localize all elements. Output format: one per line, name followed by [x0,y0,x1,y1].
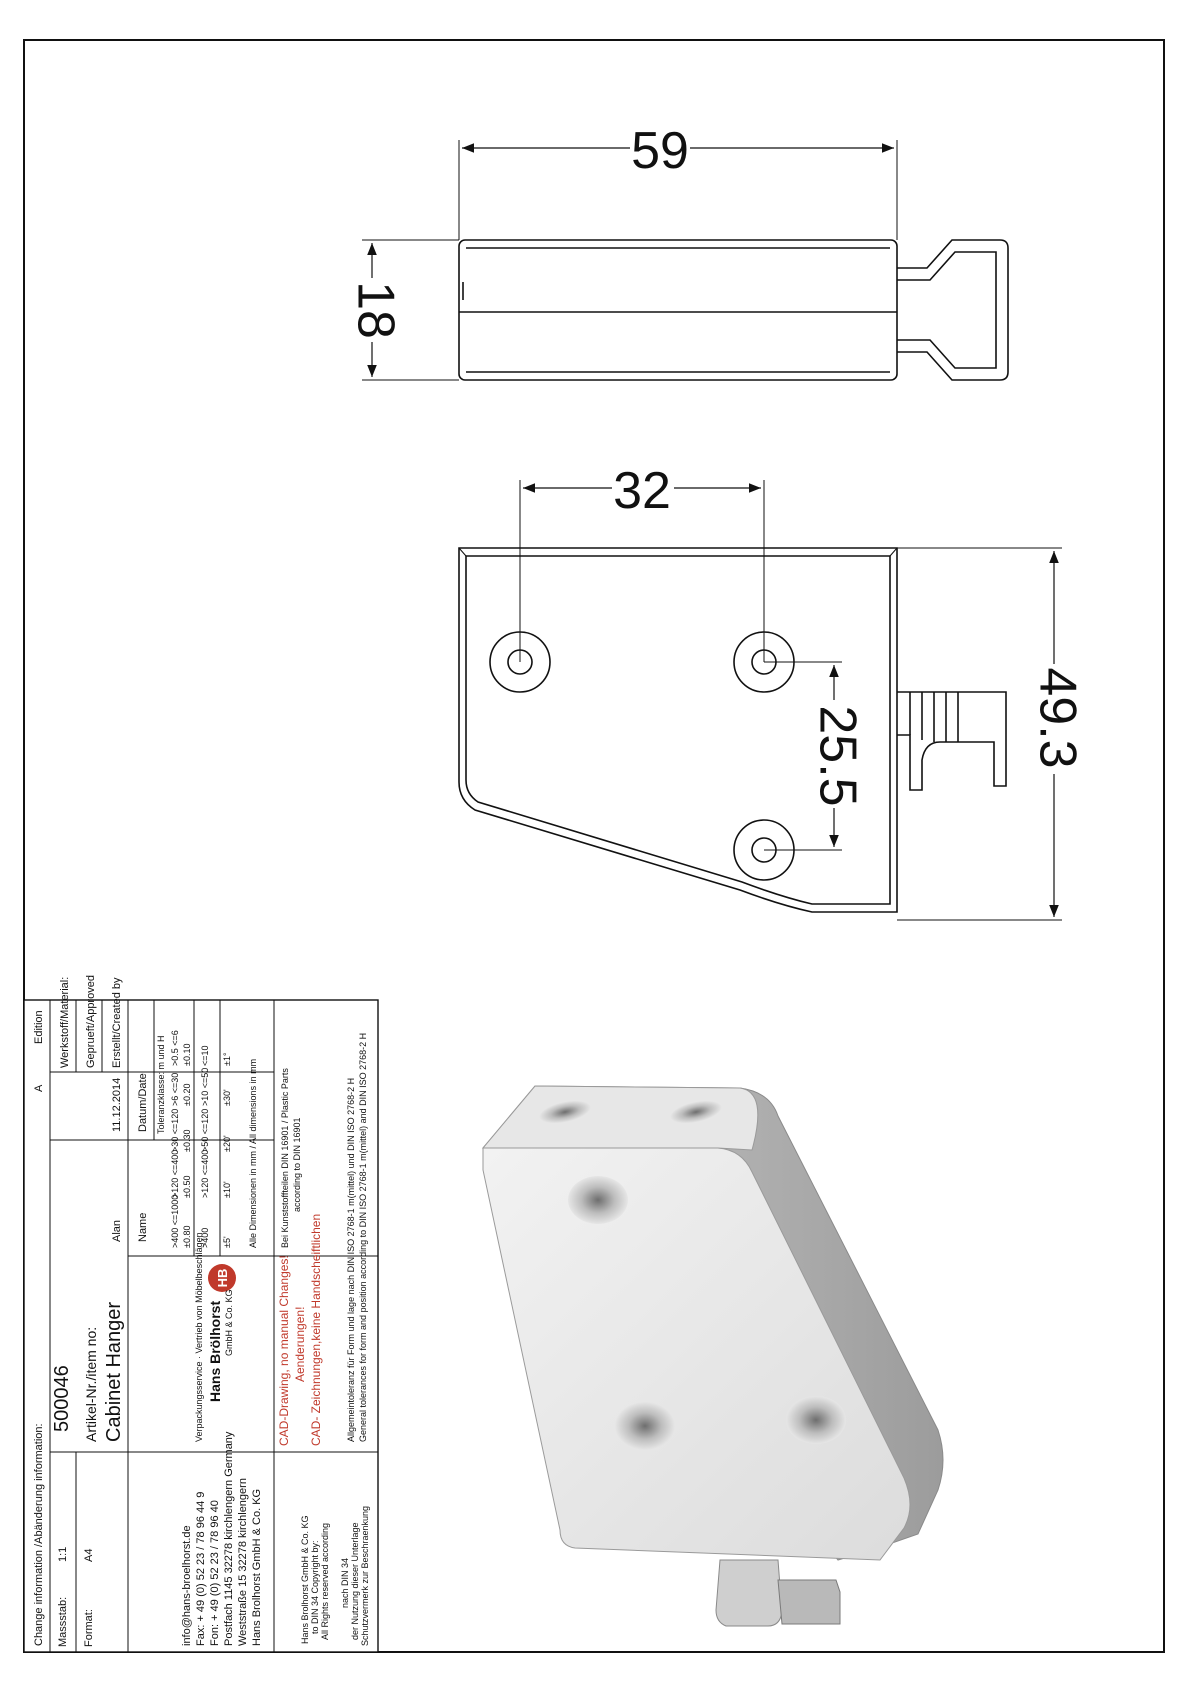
edition-value: A [33,1084,45,1092]
drawing-title: Cabinet Hanger [103,1302,125,1442]
general-tolerance-en: General tolerances for form and position… [358,1033,368,1442]
dim-label-59: 59 [631,122,689,180]
edition-label: Edition [33,1010,45,1044]
created-date: 11.12.2014 [111,1078,123,1132]
svg-text:>0.5 <=6: >0.5 <=6 [170,1030,180,1066]
rights-3: Hans Brolhorst GmbH & Co. KG [300,1515,310,1644]
svg-text:HB: HB [215,1269,230,1288]
svg-text:±10': ±10' [222,1181,232,1198]
svg-text:>120 <=400: >120 <=400 [170,1150,180,1198]
cad-note-en: CAD-Drawing, no manual Changes! [277,1255,291,1446]
protection-3: nach DIN 34 [340,1558,350,1608]
cad-note-de-2: Aenderungen! [293,1307,307,1382]
tolerance-table: >0.5 <=6 ±0.10 <=10 ±1° >6 <=30 ±0.20 >1… [170,1030,232,1248]
format-label: Format: [83,1609,95,1647]
svg-text:±0.10: ±0.10 [182,1044,192,1066]
top-view-body [458,239,898,381]
plastic-parts-2: according to DIN 16901 [292,1117,302,1212]
company-logo: HB [208,1264,236,1292]
dim-label-25-5: 25.5 [808,705,866,806]
svg-text:±0.30: ±0.30 [182,1130,192,1152]
svg-text:±0.80: ±0.80 [182,1226,192,1248]
svg-text:±20': ±20' [222,1135,232,1152]
protection-2: der Nutzung dieser Unterlage [350,1522,360,1640]
company-tagline: Verpackungsservice · Vertrieb von Möbelb… [194,1232,204,1442]
scale-label: Massstab: [57,1597,69,1647]
side-view-hook [897,691,1007,791]
top-view-hook [897,239,1009,381]
col-date: Datum/Date [137,1073,149,1132]
scale-value: 1:1 [57,1547,69,1562]
side-view [458,480,1062,921]
plastic-parts-1: Bei Kunststoffteilen DIN 16901 / Plastic… [280,1068,290,1248]
company-name: Hans Brölhorst [207,1301,223,1402]
svg-text:±0.20: ±0.20 [182,1084,192,1106]
address-6: info@hans-broelhorst.de [181,1525,193,1646]
svg-text:>30 <=120: >30 <=120 [170,1109,180,1152]
cad-note-de-1: CAD- Zeichnungen,keine Handscheiftlichen [309,1214,323,1446]
svg-text:>10 <=50: >10 <=50 [200,1068,210,1106]
dim-label-32: 32 [613,462,671,520]
material-label: Werkstoff/Material: [59,977,71,1068]
address-5: Fax: + 49 (0) 52 23 / 78 96 44 9 [195,1492,207,1646]
svg-text:>6 <=30: >6 <=30 [170,1073,180,1106]
tolerance-class: Toleranzklasse: m und H [156,1035,166,1134]
address-2: Weststraße 15 32278 kirchlengern [237,1478,249,1646]
sheet-border [23,39,1165,1653]
address-1: Hans Brolhorst GmbH & Co. KG [251,1489,263,1646]
svg-text:±1°: ±1° [222,1052,232,1066]
format-value: A4 [83,1549,95,1562]
created-name: Alan [111,1220,123,1242]
rights-2: to DIN 34 Copyright by: [310,1540,320,1634]
created-label: Erstellt/Created by [111,977,123,1068]
item-label: Artikel-Nr./item no: [83,1327,99,1442]
change-info: Change information /Abänderung informati… [33,1423,45,1646]
svg-text:>50 <=120: >50 <=120 [200,1109,210,1152]
protection-1: Schutzvermerk zur Beschraenkung [360,1506,370,1646]
rights-1: All Rights reserved according [320,1523,330,1640]
approved-label: Geprueft/Approved [85,975,97,1068]
svg-text:>120 <=400: >120 <=400 [200,1150,210,1198]
svg-text:±0.50: ±0.50 [182,1176,192,1198]
title-block: Change information /Abänderung informati… [23,975,379,1653]
dimensions-note: Alle Dimensionen in mm / All dimensions … [248,1059,258,1248]
address-3: Postfach 1145 32278 kirchlengern Germany [223,1431,235,1646]
dim-label-49-3: 49.3 [1028,667,1086,768]
general-tolerance-de: Allgemeintoleranz für Form und lage nach… [346,1078,356,1442]
svg-text:<=10: <=10 [200,1045,210,1066]
side-view-plate [458,547,898,913]
company-form: GmbH & Co. KG [224,1289,234,1356]
iso-view-3d [481,1085,944,1627]
svg-text:±30': ±30' [222,1089,232,1106]
item-number: 500046 [51,1365,73,1432]
col-name: Name [137,1213,149,1242]
svg-text:>400: >400 [200,1228,210,1248]
svg-text:>400 <=1000: >400 <=1000 [170,1195,180,1248]
address-4: Fon: + 49 (0) 52 23 / 78 96 40 [209,1500,221,1646]
dim-label-18: 18 [346,281,404,339]
svg-text:±5': ±5' [222,1236,232,1248]
